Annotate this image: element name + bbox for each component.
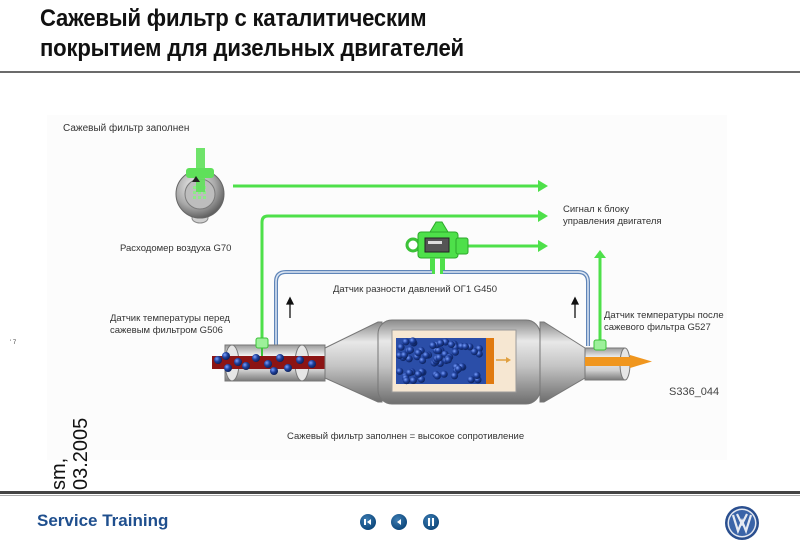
diagram-caption: Сажевый фильтр заполнен = высокое сопрот… (287, 431, 525, 442)
signal-label: Сигнал к блоку управления двигателя (563, 204, 662, 228)
signal-label-line-1: Сигнал к блоку (563, 204, 630, 215)
temp-after-line-2: сажевого фильтра G527 (604, 322, 711, 333)
pause-icon (428, 518, 434, 526)
soot-particle (434, 346, 443, 354)
soot-particle (405, 369, 414, 377)
air-flow-meter-g70 (175, 148, 225, 224)
soot-particle (461, 342, 469, 351)
particulate-filter-body (324, 319, 586, 405)
soot-particle (429, 341, 437, 349)
pause-button[interactable] (423, 514, 439, 530)
side-note: ' 7 sm, 03.2005 (4, 340, 92, 490)
soot-particle (433, 372, 441, 380)
page-title: Сажевый фильтр с каталитическим покрытие… (40, 4, 464, 64)
soot-particle (422, 351, 430, 359)
previous-slide-button[interactable] (391, 514, 407, 530)
soot-particle (409, 337, 417, 345)
soot-particle (409, 376, 417, 384)
outlet-pipe (584, 339, 652, 381)
soot-particle (470, 348, 478, 356)
temp-after-line-1: Датчик температуры после (604, 310, 724, 321)
air-meter-label: Расходомер воздуха G70 (120, 243, 232, 254)
temp-sensor-g506 (255, 337, 269, 356)
differential-pressure-sensor-g450 (405, 221, 469, 274)
pressure-flow-arrows (285, 296, 580, 318)
title-line-2: покрытием для дизельных двигателей (40, 35, 464, 62)
soot-particle (418, 356, 427, 365)
soot-particle (406, 346, 414, 354)
signal-label-line-2: управления двигателя (563, 216, 662, 227)
figure-code: S336_044 (669, 386, 720, 398)
temp-sensor-g527 (593, 339, 607, 351)
soot-particle (473, 371, 481, 379)
soot-particles-inlet (214, 352, 316, 375)
soot-particle (414, 370, 422, 378)
soot-particle (440, 370, 448, 378)
soot-particle (467, 376, 475, 384)
soot-particles-filter (396, 337, 483, 385)
first-slide-button[interactable] (360, 514, 376, 530)
soot-particle (397, 343, 405, 351)
side-note-line-2: 03.2005 (70, 417, 92, 490)
soot-particle (444, 356, 452, 364)
title-line-1: Сажевый фильтр с каталитическим (40, 5, 427, 32)
state-label: Сажевый фильтр заполнен (63, 123, 190, 134)
soot-particle (454, 365, 462, 373)
footer-brand-label: Service Training (37, 511, 169, 530)
signal-lines (233, 184, 602, 340)
side-note-line-1: sm, (48, 457, 70, 490)
soot-particle (414, 349, 422, 357)
soot-particle (396, 367, 404, 375)
soot-particle (435, 354, 443, 362)
signal-line-g506 (260, 214, 538, 340)
soot-particle (400, 351, 408, 359)
side-note-text: sm, 03.2005 (48, 418, 92, 490)
temp-before-label: Датчик температуры перед сажевым фильтро… (110, 313, 230, 337)
exhaust-out-arrow (630, 355, 652, 368)
soot-particle (436, 339, 445, 347)
soot-particle (447, 340, 455, 349)
header-divider (0, 71, 800, 73)
temp-before-line-1: Датчик температуры перед (110, 313, 230, 324)
temp-before-line-2: сажевым фильтром G506 (110, 325, 223, 336)
footer-divider (0, 491, 800, 494)
soot-particle (450, 372, 459, 380)
previous-icon (397, 519, 401, 525)
first-slide-icon (364, 519, 371, 525)
side-note-mark: ' 7 (10, 340, 17, 346)
signal-arrowheads (538, 180, 606, 258)
soot-particle (451, 348, 459, 356)
soot-particle (402, 338, 410, 346)
vw-logo (725, 506, 759, 540)
soot-particle (402, 377, 411, 385)
diff-pressure-label: Датчик разности давлений ОГ1 G450 (333, 284, 497, 295)
footer-divider-thin (0, 495, 800, 496)
exhaust-flow-orange (585, 357, 631, 366)
temp-after-label: Датчик температуры после сажевого фильтр… (604, 310, 724, 334)
